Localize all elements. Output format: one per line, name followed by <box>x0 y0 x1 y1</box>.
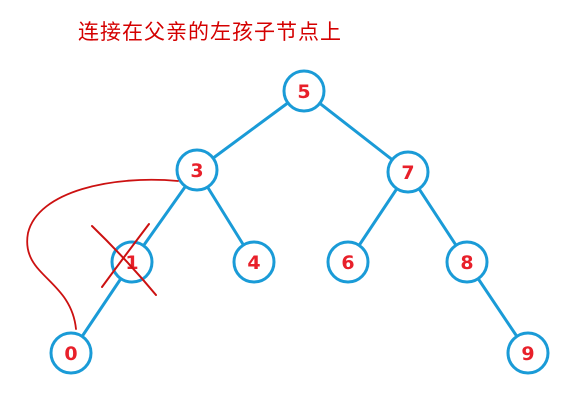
tree-node-1: 1 <box>110 240 154 284</box>
tree-node-6: 6 <box>326 240 370 284</box>
node-label: 8 <box>460 252 473 274</box>
cross-out-stroke <box>91 225 157 296</box>
node-circle <box>110 240 154 284</box>
node-label: 3 <box>190 160 203 182</box>
edge-n8-n9 <box>476 277 519 338</box>
node-label: 7 <box>401 162 414 184</box>
node-label: 9 <box>521 343 534 365</box>
edge-n5-n3 <box>211 101 290 160</box>
edge-n3-n1 <box>142 184 187 248</box>
node-circle <box>175 148 219 192</box>
edges-layer <box>80 101 519 338</box>
node-circle <box>506 331 550 375</box>
nodes-layer: 5 3 7 1 4 6 8 0 9 <box>49 69 550 375</box>
tree-node-7: 7 <box>386 150 430 194</box>
tree-node-0: 0 <box>49 331 93 375</box>
tree-node-4: 4 <box>232 240 276 284</box>
node-label: 6 <box>341 252 354 274</box>
annotation-layer <box>26 178 179 330</box>
node-circle <box>386 150 430 194</box>
edge-n7-n8 <box>417 187 458 247</box>
node-circle <box>49 331 93 375</box>
node-label: 4 <box>247 252 260 274</box>
node-label: 5 <box>297 81 310 103</box>
node-label: 1 <box>125 252 138 274</box>
node-circle <box>445 240 489 284</box>
edge-n7-n6 <box>357 187 399 247</box>
node-label: 0 <box>64 343 77 365</box>
tree-node-8: 8 <box>445 240 489 284</box>
tree-node-9: 9 <box>506 331 550 375</box>
edge-n1-n0 <box>80 277 123 338</box>
tree-node-5: 5 <box>282 69 326 113</box>
node-circle <box>282 69 326 113</box>
link-curve-annotation <box>26 178 179 330</box>
node-circle <box>326 240 370 284</box>
edge-n5-n7 <box>318 101 394 162</box>
edge-n3-n4 <box>206 185 245 247</box>
tree-node-3: 3 <box>175 148 219 192</box>
node-circle <box>232 240 276 284</box>
diagram-title: 连接在父亲的左孩子节点上 <box>78 20 342 44</box>
cross-out-stroke <box>101 223 150 288</box>
